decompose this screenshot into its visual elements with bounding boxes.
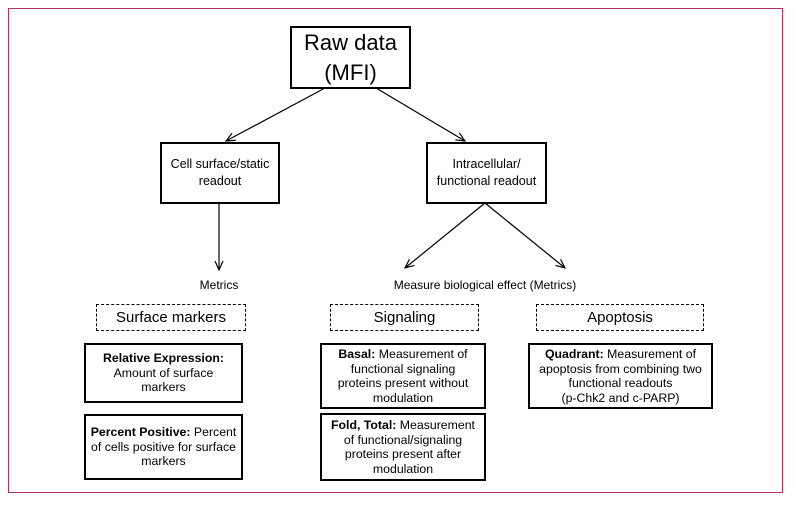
- surface-markers-category: Surface markers: [96, 304, 246, 331]
- relative-expression-text: Amount of surface markers: [113, 365, 214, 395]
- quadrant-title: Quadrant:: [544, 347, 604, 361]
- intracellular-readout-box: Intracellular/ functional readout: [426, 142, 547, 204]
- fold-total-text-2: of functional/signaling: [343, 432, 463, 447]
- basal-text-3: proteins present without: [337, 376, 469, 390]
- intracellular-readout-line2: functional readout: [436, 174, 537, 188]
- percent-positive-text-1: Percent: [193, 425, 237, 440]
- raw-data-subtitle: (MFI): [324, 59, 377, 85]
- cell-surface-readout-line2: readout: [198, 174, 242, 188]
- arrow-root-to-right: [375, 87, 465, 141]
- fold-total-text-4: modulation: [372, 461, 434, 476]
- basal-title: Basal:: [338, 347, 376, 361]
- percent-positive-text-2: of cells positive for surface: [91, 439, 236, 454]
- basal-card: Basal: Measurement of functional signali…: [320, 343, 486, 409]
- quadrant-text-4: (p-Chk2 and c-PARP): [561, 390, 680, 405]
- percent-positive-text-3: markers: [141, 454, 186, 469]
- signaling-category: Signaling: [330, 304, 479, 331]
- measure-biological-effect-label: Measure biological effect (Metrics): [393, 278, 577, 292]
- raw-data-title: Raw data: [304, 29, 397, 55]
- relative-expression-card: Relative Expression: Amount of surface m…: [84, 343, 243, 403]
- cell-surface-readout-box: Cell surface/static readout: [160, 142, 280, 204]
- fold-total-text-1: Measurement: [399, 418, 475, 432]
- basal-text-2: functional signaling: [350, 361, 456, 376]
- diagram-frame: [8, 8, 783, 493]
- percent-positive-title: Percent Positive:: [90, 425, 191, 440]
- arrow-root-to-left: [226, 87, 326, 141]
- basal-text-4: modulation: [372, 390, 434, 405]
- fold-total-card: Fold, Total: Measurement of functional/s…: [320, 413, 486, 481]
- percent-positive-card: Percent Positive: Percent of cells posit…: [84, 414, 243, 480]
- raw-data-box: Raw data (MFI): [290, 26, 411, 89]
- quadrant-text-3: functional readouts: [568, 376, 673, 390]
- arrow-right-to-measure-right: [484, 202, 565, 268]
- quadrant-text-1: Measurement of: [607, 347, 697, 361]
- fold-total-title: Fold, Total:: [331, 418, 397, 432]
- fold-total-text-3: proteins present after: [344, 447, 462, 461]
- quadrant-card: Quadrant: Measurement of apoptosis from …: [528, 343, 713, 409]
- relative-expression-title: Relative Expression:: [103, 351, 224, 366]
- cell-surface-readout-line1: Cell surface/static: [170, 157, 270, 171]
- basal-text-1: Measurement of: [378, 347, 468, 361]
- quadrant-text-2: apoptosis from combining two: [539, 361, 702, 376]
- apoptosis-category: Apoptosis: [536, 304, 704, 331]
- arrow-right-to-measure-left: [405, 202, 486, 268]
- intracellular-readout-line1: Intracellular/: [452, 157, 521, 171]
- metrics-label: Metrics: [199, 278, 239, 292]
